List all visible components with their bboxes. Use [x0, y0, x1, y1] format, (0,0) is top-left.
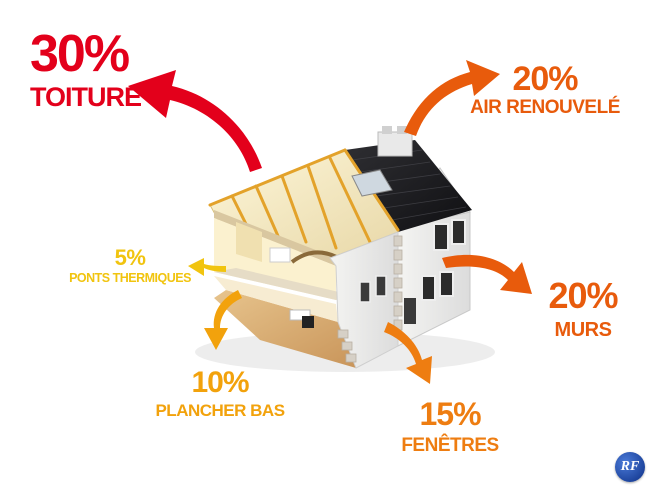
- label-plancher-bas: 10% PLANCHER BAS: [155, 366, 285, 420]
- label-fenetres: 15% FENÊTRES: [400, 398, 500, 455]
- ponts-percent: 5%: [114, 245, 146, 270]
- plancher-percent: 10%: [191, 366, 249, 399]
- label-murs: 20% MURS: [547, 275, 619, 341]
- murs-percent: 20%: [548, 275, 618, 316]
- arrow-toiture: [128, 70, 262, 172]
- toiture-name: TOITURE: [30, 82, 142, 112]
- house-roof: [345, 140, 472, 232]
- rf-logo: RF: [615, 452, 645, 482]
- toiture-percent: 30%: [30, 25, 130, 83]
- arrow-air: [404, 60, 500, 136]
- label-ponts-thermiques: 5% PONTS THERMIQUES: [55, 247, 205, 285]
- air-name: AIR RENOUVELÉ: [470, 97, 620, 118]
- label-toiture: 30% TOITURE: [30, 25, 142, 112]
- arrow-murs: [442, 254, 532, 294]
- plancher-name: PLANCHER BAS: [155, 401, 285, 420]
- house: [208, 126, 472, 369]
- ponts-name: PONTS THERMIQUES: [69, 271, 191, 285]
- murs-name: MURS: [554, 319, 612, 341]
- arrow-plancher: [204, 290, 242, 350]
- arrow-ponts: [188, 258, 226, 276]
- fenetres-percent: 15%: [419, 396, 481, 432]
- house-ground-floor: [214, 290, 356, 368]
- fenetres-name: FENÊTRES: [401, 435, 499, 456]
- label-air-renouvele: 20% AIR RENOUVELÉ: [470, 62, 620, 117]
- arrow-fenetres: [384, 322, 432, 384]
- house-chimney: [377, 131, 413, 157]
- air-percent: 20%: [512, 60, 578, 98]
